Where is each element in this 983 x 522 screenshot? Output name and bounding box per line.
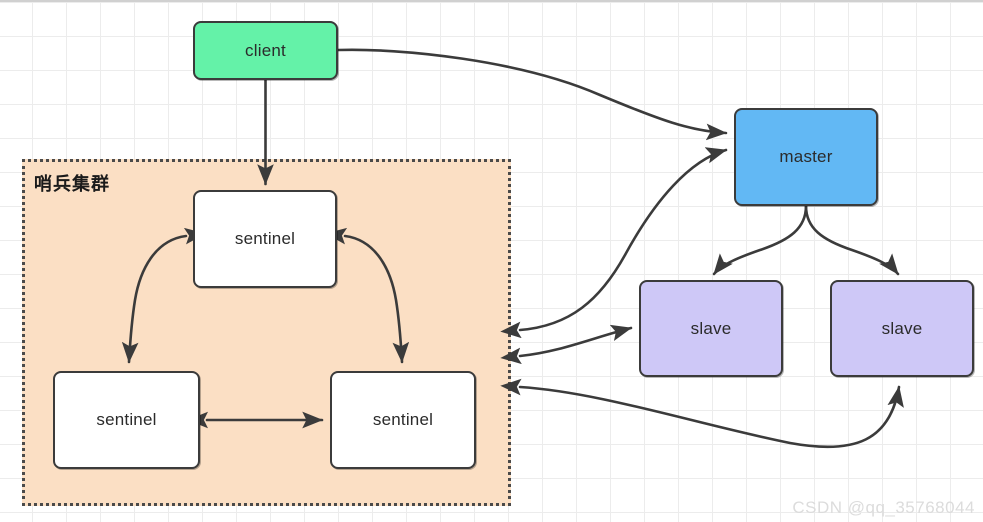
edge-client-to-master bbox=[336, 48, 728, 141]
node-client[interactable]: client bbox=[193, 21, 338, 80]
node-sentinel-right[interactable]: sentinel bbox=[330, 371, 476, 469]
csdn-watermark: CSDN @qq_35768044 bbox=[792, 498, 975, 517]
node-client-label: client bbox=[245, 40, 286, 60]
node-sentinel-top[interactable]: sentinel bbox=[193, 190, 337, 288]
edge-cluster-to-slave1 bbox=[500, 324, 633, 365]
node-sentinel-top-label: sentinel bbox=[234, 229, 296, 248]
edge-cluster-to-slave2 bbox=[500, 378, 904, 449]
node-sentinel-right-label: sentinel bbox=[372, 410, 434, 429]
sentinel-cluster-title: 哨兵集群 bbox=[34, 174, 110, 194]
node-slave-1-label: slave bbox=[690, 318, 732, 338]
node-slave-2[interactable]: slave bbox=[830, 280, 974, 377]
node-master-label: master bbox=[779, 147, 833, 166]
node-slave-1[interactable]: slave bbox=[639, 280, 783, 377]
node-master[interactable]: master bbox=[734, 108, 878, 206]
edge-master-to-slave1 bbox=[712, 204, 808, 276]
node-sentinel-left[interactable]: sentinel bbox=[53, 371, 200, 469]
canvas-top-rule bbox=[0, 0, 983, 2]
edge-master-to-slave2 bbox=[804, 204, 900, 276]
node-sentinel-left-label: sentinel bbox=[96, 410, 157, 429]
node-slave-2-label: slave bbox=[881, 318, 923, 338]
